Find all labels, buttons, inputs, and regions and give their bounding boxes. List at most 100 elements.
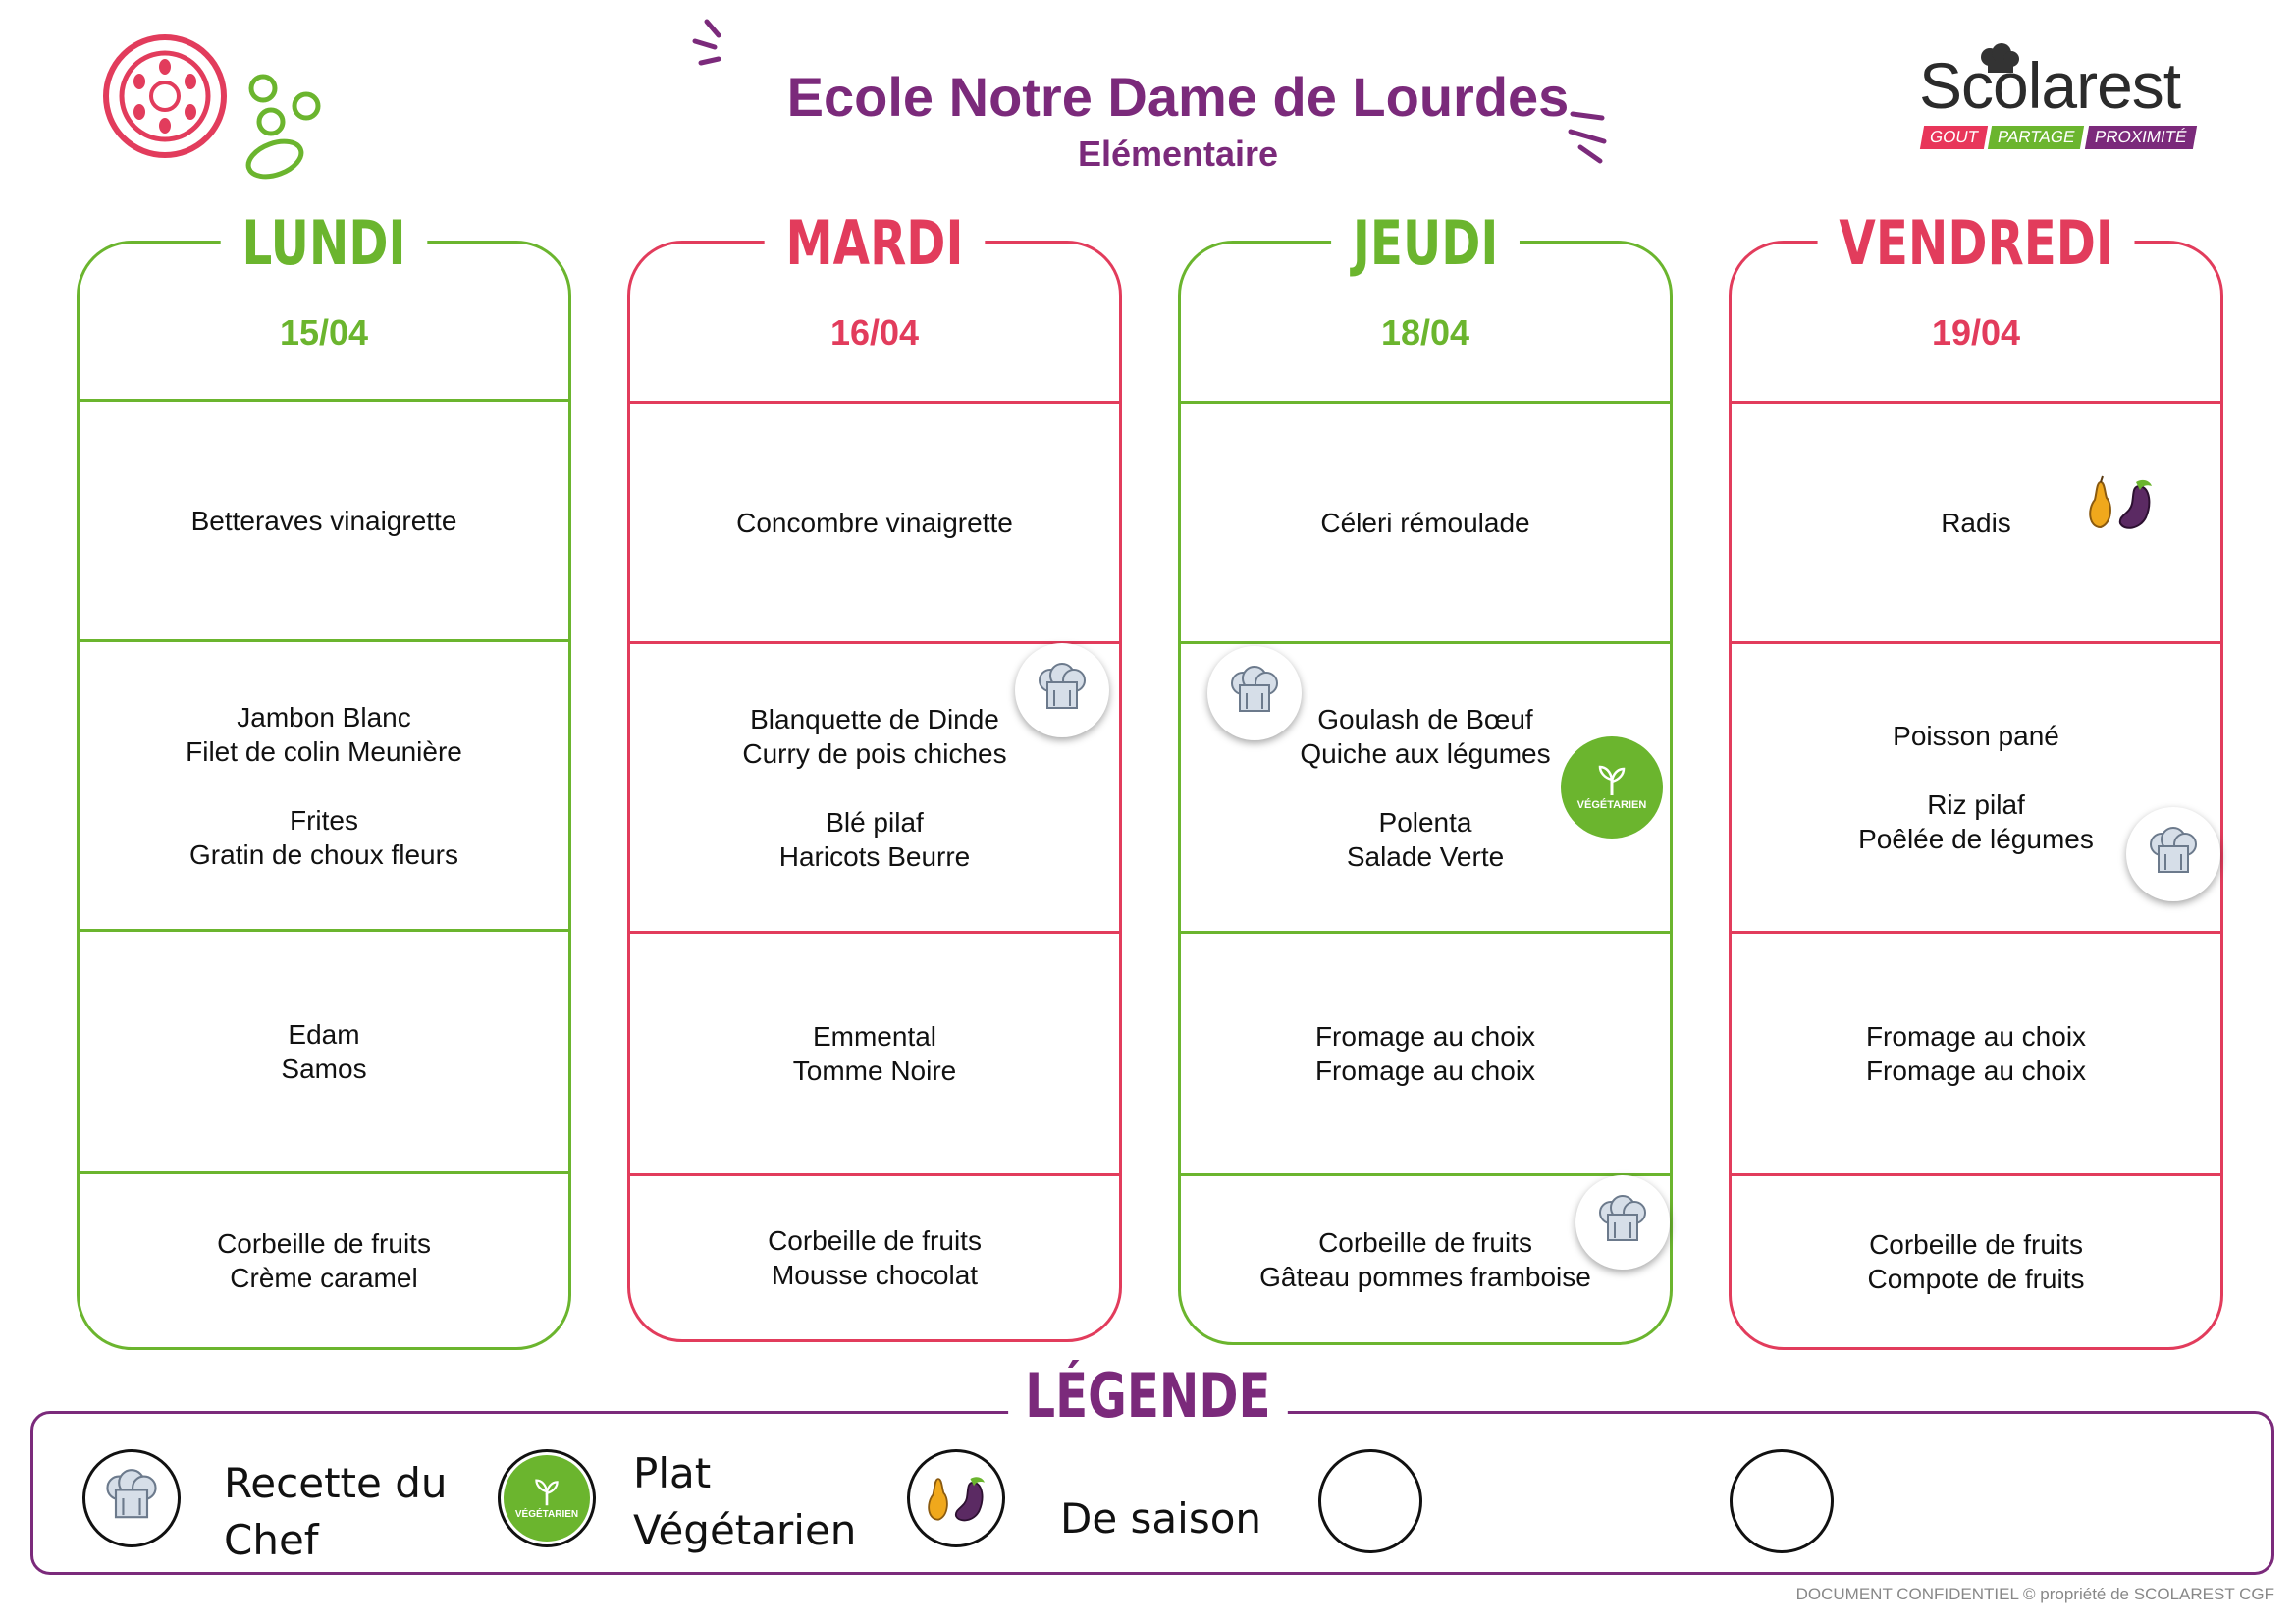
day-date: 16/04: [829, 312, 920, 352]
day-frame: JEUDI 18/04 Céleri rémoulade Goulash de …: [1178, 204, 1673, 1345]
menu-item: Corbeille de fruits: [1318, 1226, 1532, 1258]
day-name: JEUDI: [1330, 204, 1521, 283]
menu-item: Fromage au choix: [1865, 1056, 2087, 1086]
fromage-cell: Edam Samos: [80, 932, 568, 1171]
eggplant-icon: [2118, 484, 2151, 529]
menu-item: Polenta: [1378, 806, 1472, 838]
day-frame: MARDI 16/04 Concombre vinaigrette Blanqu…: [627, 204, 1122, 1342]
brand-name: Scolarest: [1919, 49, 2181, 122]
legend-chef-line2: Chef: [224, 1516, 319, 1564]
menu-item: Poisson pané: [1893, 721, 2059, 751]
plat-cell: Jambon Blanc Filet de colin Meunière Fri…: [80, 642, 568, 929]
menu-item: Céleri rémoulade: [1320, 507, 1530, 538]
entree-cell: Concombre vinaigrette: [630, 404, 1119, 641]
menu-item: Haricots Beurre: [778, 840, 971, 872]
menu-item: Gâteau pommes framboise: [1259, 1261, 1591, 1292]
separator: [630, 1173, 1119, 1176]
dessert-cell: Corbeille de fruits Compote de fruits: [1732, 1176, 2220, 1347]
chef-hat-icon: [1599, 1195, 1646, 1241]
menu-item: Corbeille de fruits: [217, 1228, 431, 1259]
vegetarian-label: VÉGÉTARIEN: [1576, 799, 1647, 811]
menu-item: Fromage au choix: [1314, 1021, 1536, 1052]
separator: [630, 931, 1119, 934]
menu-item: Gratin de choux fleurs: [189, 839, 458, 870]
plat-cell: Goulash de Bœuf Quiche aux légumes Polen…: [1181, 644, 1670, 931]
menu-item: Fromage au choix: [1865, 1021, 2087, 1052]
menu-item: Filet de colin Meunière: [186, 735, 462, 767]
menu-item: Edam: [288, 1019, 360, 1050]
menu-item: Curry de pois chiches: [742, 737, 1007, 769]
day-name: VENDREDI: [1817, 204, 2135, 283]
dessert-cell: Corbeille de fruits Gâteau pommes frambo…: [1181, 1176, 1670, 1342]
vegetarian-badge: VÉGÉTARIEN: [1561, 736, 1663, 839]
plat-cell: Blanquette de Dinde Curry de pois chiche…: [630, 644, 1119, 931]
separator: [1181, 1173, 1670, 1176]
separator: [630, 401, 1119, 404]
pear-icon: [2089, 480, 2111, 529]
sprout-icon: [1598, 765, 1626, 795]
menu-item: Corbeille de fruits: [768, 1225, 982, 1256]
school-name: Ecole Notre Dame de Lourdes: [786, 66, 1570, 128]
school-level: Elémentaire: [1077, 134, 1279, 174]
separator: [80, 929, 568, 932]
separator: [630, 641, 1119, 644]
chef-recipe-badge: [1015, 643, 1109, 737]
separator: [1732, 1173, 2220, 1176]
legend-veg-label: Plat Végétarien: [633, 1445, 856, 1559]
dessert-cell: Corbeille de fruits Crème caramel: [80, 1174, 568, 1347]
legend-empty-circle: [1318, 1449, 1422, 1553]
day-date: 15/04: [279, 312, 369, 352]
separator: [80, 1171, 568, 1174]
legend-veg-line2: Végétarien: [633, 1506, 857, 1554]
legend-chef-label: Recette du Chef: [224, 1455, 447, 1569]
eggplant-icon: [954, 1481, 984, 1522]
footer-note: DOCUMENT CONFIDENTIEL © propriété de SCO…: [1795, 1585, 2274, 1603]
separator: [1181, 931, 1670, 934]
pear-icon: [928, 1478, 948, 1521]
brand-tag-gout: GOUT: [1919, 126, 1989, 149]
entree-cell: Radis: [1732, 404, 2220, 641]
menu-item: Blé pilaf: [826, 806, 924, 838]
peas-icon: [245, 74, 321, 180]
scolarest-logo: Scolarest GOUT PARTAGE PROXIMITÉ: [1919, 43, 2204, 154]
menu-item: Radis: [1941, 507, 2011, 538]
menu-item: Emmental: [812, 1021, 937, 1052]
menu-item: Mousse chocolat: [771, 1260, 979, 1290]
menu-item: Jambon Blanc: [237, 701, 411, 732]
fromage-cell: Fromage au choix Fromage au choix: [1181, 934, 1670, 1173]
chef-hat-icon: [1231, 666, 1278, 712]
plat-cell: Poisson pané Riz pilaf Poêlée de légumes: [1732, 644, 2220, 931]
chef-hat-icon: [1039, 663, 1086, 709]
menu-item: Quiche aux légumes: [1300, 737, 1551, 769]
legend-title: LÉGENDE: [1008, 1357, 1288, 1435]
day-date: 18/04: [1380, 312, 1470, 352]
brand-tag-partage: PARTAGE: [1987, 126, 2085, 149]
separator: [1181, 401, 1670, 404]
separator: [1732, 641, 2220, 644]
separator: [1732, 401, 2220, 404]
menu-item: Crème caramel: [230, 1263, 418, 1293]
chef-recipe-badge: [1207, 646, 1302, 740]
menu-item: Betteraves vinaigrette: [190, 505, 457, 536]
legend-veg-line1: Plat: [633, 1449, 712, 1497]
sparkle-right-icon: [1568, 111, 1607, 164]
menu-item: Compote de fruits: [1867, 1264, 2085, 1294]
legend-chef-line1: Recette du: [224, 1459, 448, 1507]
fromage-cell: Emmental Tomme Noire: [630, 934, 1119, 1173]
legend-veg-circle: VÉGÉTARIEN: [498, 1449, 596, 1547]
menu-item: Tomme Noire: [792, 1056, 957, 1086]
menu-item: Fromage au choix: [1314, 1056, 1536, 1086]
menu-item: Poêlée de légumes: [1858, 824, 2094, 854]
chef-recipe-badge: [1575, 1175, 1670, 1270]
brand-tag-proximite: PROXIMITÉ: [2084, 126, 2197, 149]
chef-hat-icon: [106, 1469, 157, 1519]
chef-recipe-badge: [2126, 807, 2220, 901]
menu-item: Riz pilaf: [1927, 789, 2025, 820]
menu-item: Salade Verte: [1346, 840, 1505, 872]
fromage-cell: Fromage au choix Fromage au choix: [1732, 934, 2220, 1173]
vegetarian-label: VÉGÉTARIEN: [514, 1508, 579, 1520]
dessert-cell: Corbeille de fruits Mousse chocolat: [630, 1176, 1119, 1339]
chef-hat-icon: [2150, 827, 2197, 873]
sprout-icon: [535, 1479, 559, 1505]
seasonal-produce-icon: [928, 1477, 985, 1522]
